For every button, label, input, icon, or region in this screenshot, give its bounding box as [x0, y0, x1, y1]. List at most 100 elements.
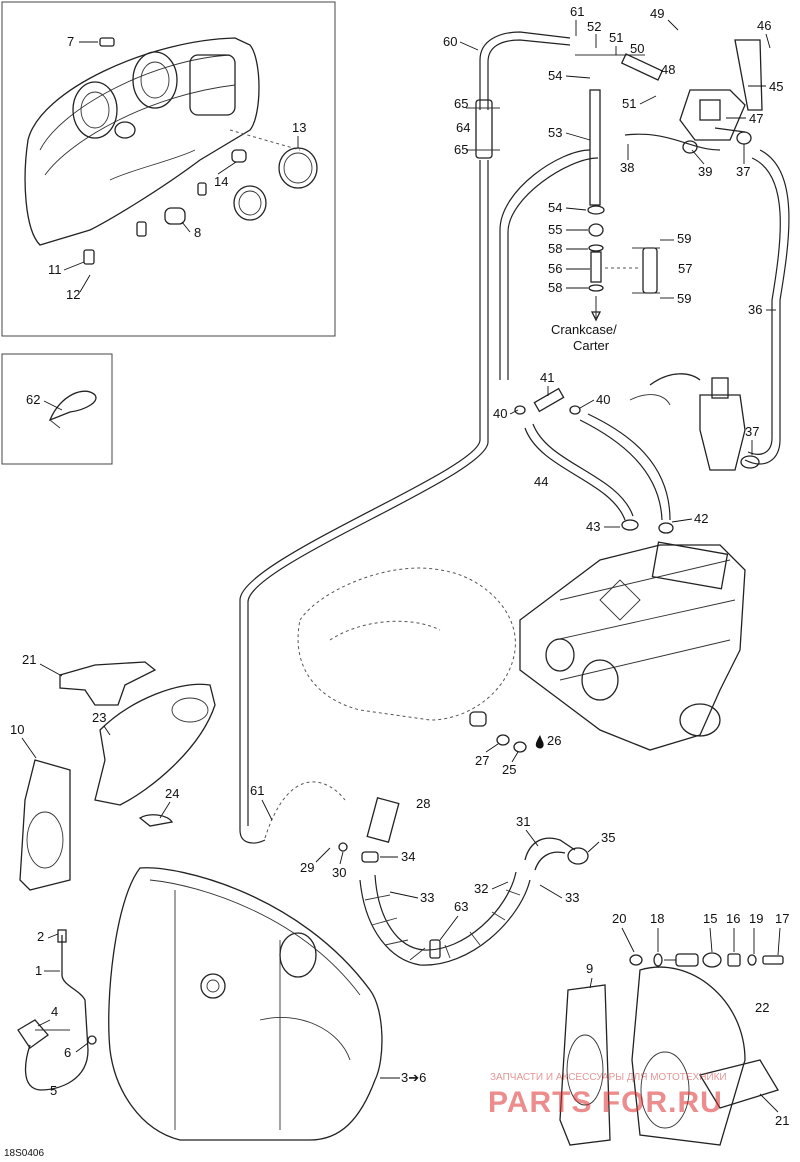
- callout-52: 52: [587, 19, 601, 34]
- callout-3-to-6: 3➔6: [401, 1070, 426, 1085]
- callout-60: 60: [443, 34, 457, 49]
- callout-57: 57: [678, 261, 692, 276]
- engine-block: [519, 541, 746, 751]
- crankcase-label-line1: Crankcase/: [551, 322, 617, 337]
- exhaust-manifold-dashed: [297, 567, 516, 721]
- callout-23: 23: [92, 710, 106, 725]
- callout-10: 10: [10, 722, 24, 737]
- callout-6: 6: [64, 1045, 71, 1060]
- oil-drop-icon: [535, 735, 544, 749]
- callout-40-right: 40: [596, 392, 610, 407]
- callout-44: 44: [534, 474, 548, 489]
- callout-54-top: 54: [548, 68, 562, 83]
- watermark-tagline: ЗАПЧАСТИ И АКСЕССУАРЫ ДЛЯ МОТОТЕХНИКИ: [490, 1072, 727, 1083]
- vent-fitting-28: [264, 781, 400, 863]
- callout-21-bottom: 21: [775, 1113, 789, 1128]
- callout-12: 12: [66, 287, 80, 302]
- callout-21-top: 21: [22, 652, 36, 667]
- callout-37-bottom: 37: [745, 424, 759, 439]
- callout-15: 15: [703, 911, 717, 926]
- callout-65-top: 65: [454, 96, 468, 111]
- callout-50: 50: [630, 41, 644, 56]
- callout-54-mid: 54: [548, 200, 562, 215]
- o-ring-13: [278, 147, 318, 189]
- callout-24: 24: [165, 786, 179, 801]
- duct-22: [631, 966, 746, 1146]
- air-box-shell: [24, 37, 301, 246]
- callout-58-bottom: 58: [548, 280, 562, 295]
- callout-25: 25: [502, 762, 516, 777]
- callout-46: 46: [757, 18, 771, 33]
- hose-64: [466, 99, 500, 159]
- callout-43: 43: [586, 519, 600, 534]
- callout-32: 32: [474, 881, 488, 896]
- callout-4: 4: [51, 1004, 58, 1019]
- callout-53: 53: [548, 125, 562, 140]
- callout-20: 20: [612, 911, 626, 926]
- callout-40-left: 40: [493, 406, 507, 421]
- callout-37-top: 37: [736, 164, 750, 179]
- callout-61-mid: 61: [250, 783, 264, 798]
- cable-tie-62: [48, 390, 97, 429]
- callout-30: 30: [332, 865, 346, 880]
- callout-19: 19: [749, 911, 763, 926]
- callout-7: 7: [67, 34, 74, 49]
- fuel-line-set: [17, 929, 97, 1091]
- o-ring-14: [233, 185, 267, 221]
- callout-38: 38: [620, 160, 634, 175]
- callout-61-top: 61: [570, 4, 584, 19]
- callout-56: 56: [548, 261, 562, 276]
- callout-51-mid: 51: [622, 96, 636, 111]
- callout-33-left: 33: [420, 890, 434, 905]
- screw-grommets: [83, 37, 247, 265]
- vent-valve-45: [679, 39, 763, 141]
- callout-48: 48: [661, 62, 675, 77]
- callout-64: 64: [456, 120, 470, 135]
- callout-35: 35: [601, 830, 615, 845]
- vent-hoses: [239, 31, 790, 844]
- callout-29: 29: [300, 860, 314, 875]
- callout-65-bottom: 65: [454, 142, 468, 157]
- callout-63: 63: [454, 899, 468, 914]
- callout-55: 55: [548, 222, 562, 237]
- callout-34: 34: [401, 849, 415, 864]
- callout-59-top: 59: [677, 231, 691, 246]
- callout-16: 16: [726, 911, 740, 926]
- panel-23: [94, 683, 216, 806]
- callout-62: 62: [26, 392, 40, 407]
- callout-18: 18: [650, 911, 664, 926]
- engine-mounts: [469, 711, 527, 753]
- gasket-21-bottom: [698, 1059, 779, 1109]
- callout-33-right: 33: [565, 890, 579, 905]
- callout-1: 1: [35, 963, 42, 978]
- tube-53: [575, 53, 664, 322]
- clamp-43: [621, 519, 674, 534]
- callout-39: 39: [698, 164, 712, 179]
- callout-5: 5: [50, 1083, 57, 1098]
- callout-11: 11: [48, 262, 62, 277]
- callout-22: 22: [755, 1000, 769, 1015]
- air-box-detail-frame: [1, 1, 336, 337]
- fitting-41: [514, 387, 581, 415]
- callout-47: 47: [749, 111, 763, 126]
- callout-49: 49: [650, 6, 664, 21]
- watermark: ЗАПЧАСТИ И АКСЕССУАРЫ ДЛЯ МОТОТЕХНИКИ PA…: [488, 1072, 727, 1119]
- callout-42: 42: [694, 511, 708, 526]
- callout-51-top: 51: [609, 30, 623, 45]
- callout-14: 14: [214, 174, 228, 189]
- diagram-id: 18S0406: [4, 1148, 44, 1159]
- callout-28: 28: [416, 796, 430, 811]
- fuel-tank: [108, 867, 383, 1141]
- callout-27: 27: [475, 753, 489, 768]
- vent-duct-9: [559, 984, 611, 1146]
- filler-hose-32: [359, 871, 531, 966]
- vent-duct-10: [19, 759, 71, 891]
- gasket-21-top: [59, 661, 157, 706]
- crankcase-label-line2: Carter: [573, 338, 610, 353]
- callout-8: 8: [194, 225, 201, 240]
- callout-2: 2: [37, 929, 44, 944]
- fastener-stack-15-20: [629, 952, 784, 968]
- filler-neck-31: [524, 837, 589, 871]
